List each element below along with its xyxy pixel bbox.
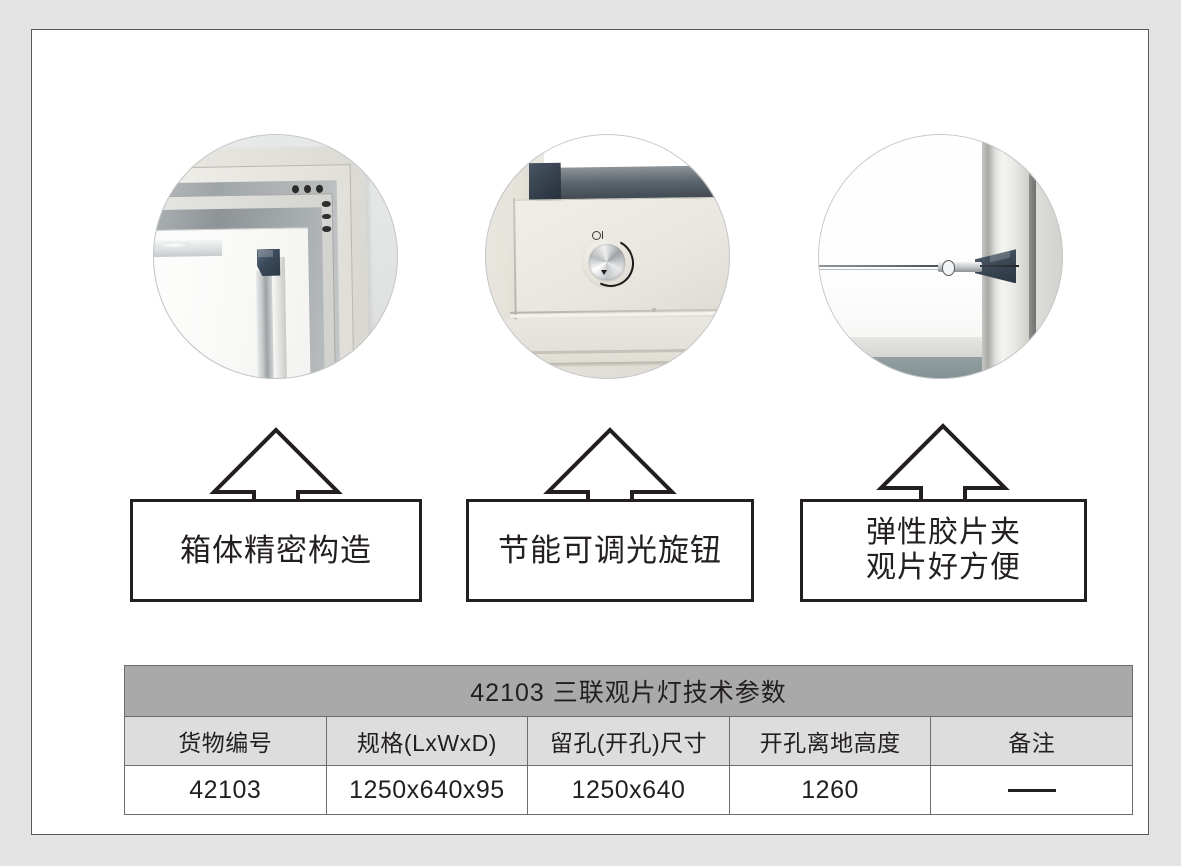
power-on-mark-icon — [601, 230, 603, 239]
em-dash-icon — [1007, 789, 1056, 793]
column-header-spec: 规格(LxWxD) — [325, 716, 529, 766]
spec-table-header-row: 货物编号 规格(LxWxD) 留孔(开孔)尺寸 开孔离地高度 备注 — [124, 716, 1133, 766]
power-off-mark-icon — [591, 230, 602, 241]
cell-opening-height: 1260 — [728, 765, 932, 815]
callout-3-label: 弹性胶片夹 观片好方便 — [866, 515, 1021, 584]
wire-turnbuckle — [938, 261, 983, 272]
upper-white-gap — [543, 134, 706, 171]
callout-1-label: 箱体精密构造 — [180, 532, 372, 568]
spec-table-title: 42103 三联观片灯技术参数 — [124, 665, 1133, 717]
panel-screw-dot — [651, 307, 656, 313]
dimmer-knob-photo — [485, 134, 730, 379]
screw-row-vertical — [321, 200, 331, 234]
cell-spec: 1250x640x95 — [325, 765, 529, 815]
photo-3-content — [818, 134, 1063, 379]
up-arrow-icon — [209, 427, 343, 506]
column-header-opening-height: 开孔离地高度 — [728, 716, 932, 766]
callout-3: 弹性胶片夹 观片好方便 — [800, 422, 1087, 602]
cabinet-frame-corner-photo — [153, 134, 398, 379]
panel-bottom-shadow — [818, 356, 985, 379]
callout-2-label: 节能可调光旋钮 — [498, 532, 722, 568]
film-clip-photo — [818, 134, 1063, 379]
cell-opening-size: 1250x640 — [527, 765, 730, 815]
up-arrow-icon — [543, 427, 677, 506]
navy-corner-highlight — [258, 250, 274, 258]
knob-pointer-icon — [601, 269, 608, 275]
cell-remark — [930, 765, 1133, 815]
vertical-frame-3 — [1028, 134, 1037, 379]
poster-canvas: 箱体精密构造 节能可调光旋钮 弹性胶片夹 观片好方便 42 — [31, 29, 1149, 835]
cell-item-no: 42103 — [124, 765, 327, 815]
callout-2-box: 节能可调光旋钮 — [466, 499, 754, 602]
tension-wire — [818, 265, 961, 267]
viewing-screen-panel — [818, 134, 985, 345]
spec-table: 42103 三联观片灯技术参数 货物编号 规格(LxWxD) 留孔(开孔)尺寸 … — [124, 665, 1133, 815]
screw-row-horizontal — [290, 184, 329, 194]
column-header-opening-size: 留孔(开孔)尺寸 — [527, 716, 730, 766]
turnbuckle-ring-icon — [941, 259, 955, 276]
column-header-item-no: 货物编号 — [124, 716, 327, 766]
up-arrow-icon — [876, 423, 1010, 506]
panel-bottom-rail — [818, 337, 985, 357]
vertical-frame-4 — [1036, 134, 1063, 379]
clip-shaft — [979, 264, 1019, 267]
callout-2: 节能可调光旋钮 — [466, 426, 754, 602]
vertical-rail-1 — [256, 271, 275, 379]
spec-table-title-row: 42103 三联观片灯技术参数 — [124, 665, 1133, 717]
column-header-remark: 备注 — [930, 716, 1133, 766]
panel-divider-line — [818, 268, 990, 270]
photo-1-content — [153, 134, 398, 379]
lower-cabinet-panel — [485, 315, 730, 364]
callout-1: 箱体精密构造 — [130, 426, 422, 602]
callout-3-box: 弹性胶片夹 观片好方便 — [800, 499, 1087, 602]
photo-2-content — [485, 134, 730, 379]
callout-1-box: 箱体精密构造 — [130, 499, 422, 602]
table-row: 42103 1250x640x95 1250x640 1260 — [124, 765, 1133, 815]
